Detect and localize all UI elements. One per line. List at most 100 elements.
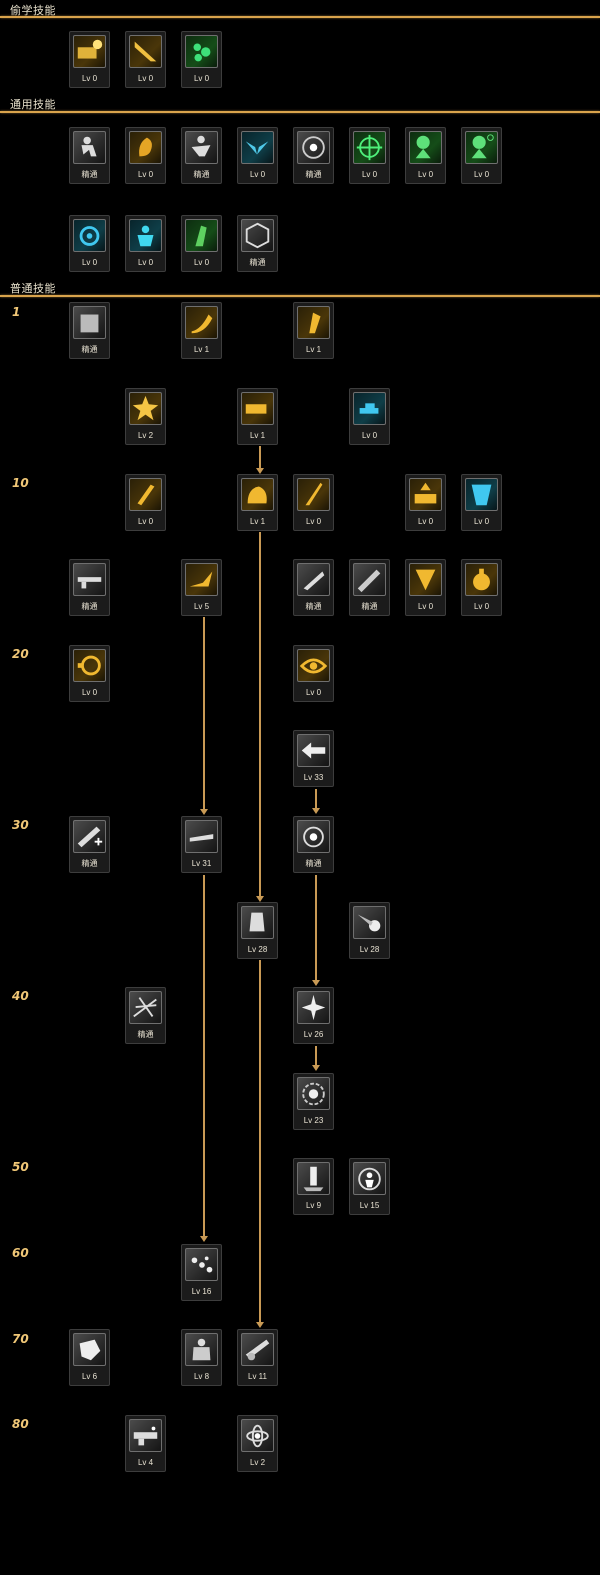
skill-level: Lv 4	[137, 1458, 154, 1467]
skill-slot[interactable]: 精通	[293, 559, 334, 616]
skill-slot[interactable]: Lv 0	[125, 474, 166, 531]
skill-level: Lv 0	[137, 517, 154, 526]
skill-slot[interactable]: Lv 1	[181, 302, 222, 359]
skill-slot[interactable]: Lv 23	[293, 1073, 334, 1130]
skill-slot[interactable]: 精通	[69, 127, 110, 184]
skill-level: 精通	[81, 602, 98, 611]
level-label-70: 70	[12, 1332, 29, 1346]
skill-level: Lv 0	[193, 258, 210, 267]
skill-slot[interactable]: Lv 0	[125, 215, 166, 272]
skill-slot[interactable]: Lv 1	[237, 474, 278, 531]
skill-slot[interactable]: Lv 15	[349, 1158, 390, 1215]
skill-level: Lv 0	[81, 258, 98, 267]
skill-slot[interactable]: Lv 0	[461, 559, 502, 616]
skill-slot[interactable]: Lv 0	[349, 127, 390, 184]
skill-slot[interactable]: Lv 33	[293, 730, 334, 787]
eye-icon	[297, 649, 330, 682]
skill-level: Lv 0	[473, 602, 490, 611]
skill-level: 精通	[361, 602, 378, 611]
flame-trail-icon	[185, 563, 218, 596]
skill-slot[interactable]: Lv 0	[69, 645, 110, 702]
section-divider	[0, 111, 600, 113]
claw-icon	[409, 563, 442, 596]
skill-slot[interactable]: Lv 0	[181, 31, 222, 88]
skill-slot[interactable]: Lv 16	[181, 1244, 222, 1301]
upgrade-icon	[409, 478, 442, 511]
vortex-icon	[73, 219, 106, 252]
spiral-icon	[73, 649, 106, 682]
skill-slot[interactable]: Lv 2	[125, 388, 166, 445]
skill-slot[interactable]: 精通	[125, 987, 166, 1044]
comet-icon	[353, 906, 386, 939]
skill-slot[interactable]: Lv 26	[293, 987, 334, 1044]
skill-slot[interactable]: Lv 0	[405, 559, 446, 616]
skill-slot[interactable]: Lv 0	[69, 215, 110, 272]
skill-slot[interactable]: Lv 0	[349, 388, 390, 445]
skill-slot[interactable]: 精通	[69, 559, 110, 616]
skill-slot[interactable]: 精通	[181, 127, 222, 184]
skill-slot[interactable]: Lv 5	[181, 559, 222, 616]
skill-slot[interactable]: 精通	[293, 816, 334, 873]
mask-icon	[465, 478, 498, 511]
skill-slot[interactable]: 精通	[293, 127, 334, 184]
arrow-left-icon	[297, 734, 330, 767]
skill-slot[interactable]: 精通	[69, 302, 110, 359]
skill-level: Lv 0	[305, 517, 322, 526]
skill-slot[interactable]: Lv 11	[237, 1329, 278, 1386]
skill-level: Lv 0	[473, 170, 490, 179]
tree-connector	[312, 789, 320, 814]
figure-shout-icon	[465, 131, 498, 164]
figure-crouch-icon	[129, 131, 162, 164]
skill-slot[interactable]: Lv 0	[293, 645, 334, 702]
tree-connector	[312, 875, 320, 986]
skill-slot[interactable]: Lv 0	[461, 474, 502, 531]
swirl-blast-icon	[297, 1077, 330, 1110]
skill-slot[interactable]: Lv 28	[237, 902, 278, 959]
skill-slot[interactable]: Lv 31	[181, 816, 222, 873]
skill-level: Lv 2	[137, 431, 154, 440]
skill-slot[interactable]: Lv 0	[181, 215, 222, 272]
skill-slot[interactable]: Lv 0	[69, 31, 110, 88]
level-label-10: 10	[12, 476, 29, 490]
skill-level: Lv 33	[303, 773, 324, 782]
skill-slot[interactable]: Lv 28	[349, 902, 390, 959]
pillar-strike-icon	[297, 1162, 330, 1195]
rush-icon	[241, 392, 274, 425]
dive-kick-icon	[297, 478, 330, 511]
explosion-icon	[129, 392, 162, 425]
skill-slot[interactable]: Lv 1	[237, 388, 278, 445]
skill-slot[interactable]: Lv 0	[405, 474, 446, 531]
level-label-80: 80	[12, 1417, 29, 1431]
skill-slot[interactable]: 精通	[349, 559, 390, 616]
skill-slot[interactable]: Lv 9	[293, 1158, 334, 1215]
skill-slot[interactable]: Lv 4	[125, 1415, 166, 1472]
skill-slot[interactable]: Lv 0	[405, 127, 446, 184]
skill-slot[interactable]: Lv 0	[461, 127, 502, 184]
skill-slot[interactable]: Lv 0	[237, 127, 278, 184]
skill-level: Lv 16	[191, 1287, 212, 1296]
claw-slash-icon	[129, 478, 162, 511]
skill-level: Lv 0	[417, 517, 434, 526]
level-label-30: 30	[12, 818, 29, 832]
skill-slot[interactable]: Lv 0	[293, 474, 334, 531]
skill-level: 精通	[193, 170, 210, 179]
skill-slot[interactable]: Lv 0	[125, 31, 166, 88]
skill-slot[interactable]: Lv 8	[181, 1329, 222, 1386]
fire-burst-icon	[73, 35, 106, 68]
skill-level: Lv 0	[81, 74, 98, 83]
skill-slot[interactable]: Lv 1	[293, 302, 334, 359]
skill-slot[interactable]: Lv 6	[69, 1329, 110, 1386]
tree-connector	[256, 960, 264, 1328]
section-title-common: 通用技能	[10, 99, 56, 111]
skill-slot[interactable]: 精通	[237, 215, 278, 272]
skill-slot[interactable]: 精通	[69, 816, 110, 873]
skill-slot[interactable]: Lv 0	[125, 127, 166, 184]
skill-level: Lv 0	[137, 258, 154, 267]
skill-level: Lv 1	[193, 345, 210, 354]
tank-icon	[353, 392, 386, 425]
tree-connector	[256, 446, 264, 474]
skill-level: Lv 0	[137, 170, 154, 179]
skill-level: Lv 0	[361, 431, 378, 440]
skill-slot[interactable]: Lv 2	[237, 1415, 278, 1472]
scatter-shot-icon	[129, 991, 162, 1024]
